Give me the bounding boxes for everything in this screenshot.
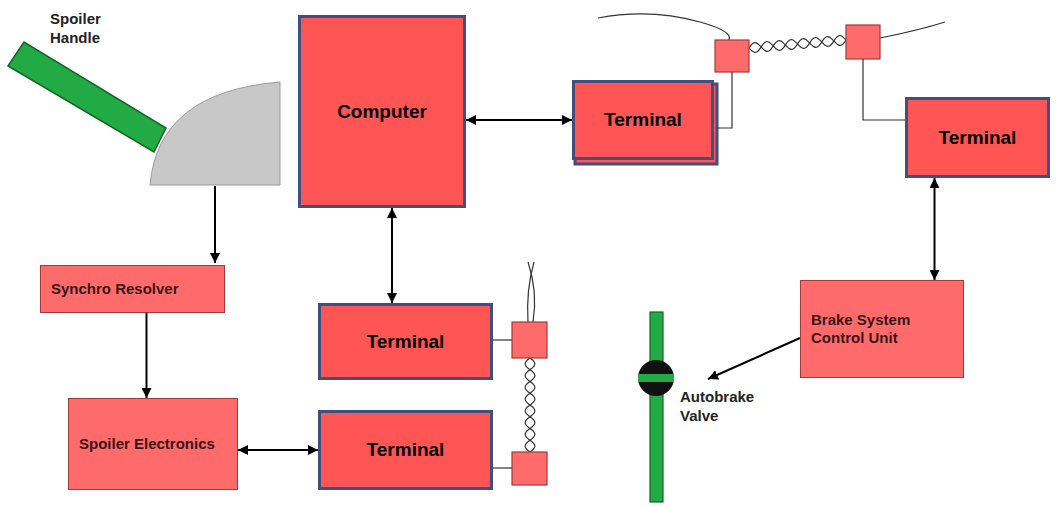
part-label: Autobrake Valve — [680, 388, 770, 426]
spoiler-handle — [8, 42, 166, 152]
terminal-box: Terminal — [318, 410, 493, 490]
node-text: Terminal — [367, 331, 445, 353]
connector-arrow — [146, 313, 148, 398]
node-text: Spoiler Electronics — [79, 435, 215, 453]
data-bus-wire — [598, 14, 945, 53]
stub-wire — [493, 467, 512, 468]
bus-coupler — [846, 25, 880, 59]
stub-wire — [493, 339, 512, 340]
valve-stem — [650, 312, 663, 502]
twisted-pair — [525, 358, 535, 452]
connector-arrow — [238, 449, 318, 451]
connector-arrow — [466, 119, 572, 121]
valve-command — [708, 338, 800, 379]
electronics-box: Spoiler Electronics — [68, 398, 238, 490]
node-text: Computer — [337, 101, 427, 123]
bus-coupler — [715, 40, 749, 72]
node-text: Terminal — [939, 127, 1017, 149]
bus-coupler — [512, 322, 547, 358]
stub-wire — [717, 72, 732, 128]
twisted-pair — [749, 36, 846, 53]
twisted-pair — [749, 37, 846, 52]
bus-coupler — [512, 452, 547, 485]
stub-wire — [863, 59, 905, 120]
terminal-box: Terminal — [318, 303, 493, 380]
node-text: Terminal — [604, 109, 682, 131]
control-unit-box: Brake System Control Unit — [800, 280, 964, 378]
handle-quadrant — [150, 82, 280, 185]
terminal-box: Terminal — [905, 97, 1050, 178]
connector-arrow — [391, 208, 393, 303]
node-text: Terminal — [367, 439, 445, 461]
node-text: Brake System Control Unit — [811, 311, 953, 347]
valve-gate — [638, 374, 674, 382]
connector-arrow — [934, 178, 936, 280]
terminal-box: Terminal — [572, 80, 714, 160]
node-text: Synchro Resolver — [51, 280, 179, 298]
valve-body — [638, 360, 674, 396]
part-label: Spoiler Handle — [50, 10, 140, 48]
resolver-box: Synchro Resolver — [40, 265, 225, 313]
handle-link — [214, 186, 216, 263]
computer-box: Computer — [298, 15, 466, 208]
twisted-pair — [525, 358, 535, 452]
